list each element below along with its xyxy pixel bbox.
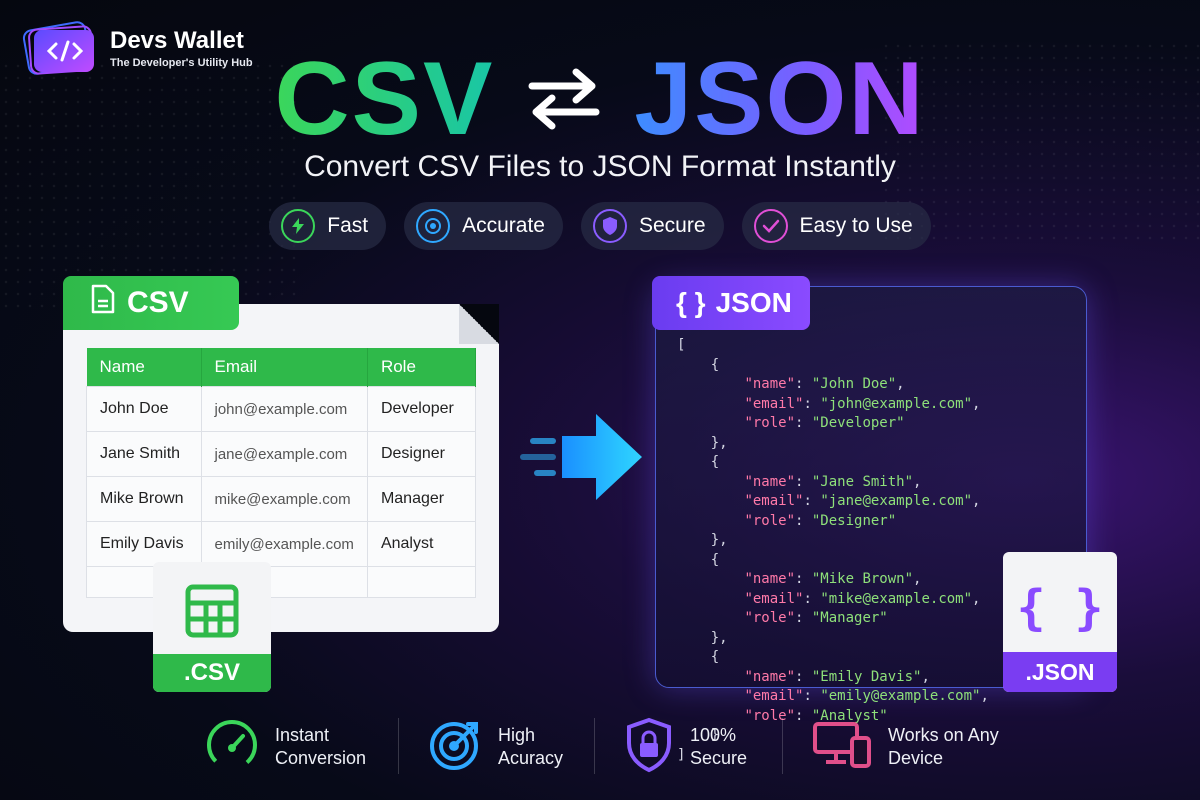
pill-easy: Easy to Use [741,202,931,250]
feature-line2: Conversion [275,748,367,768]
csv-file-label: .CSV [153,654,271,692]
table-row: Mike Brown mike@example.com Manager [86,476,477,522]
table-row: Emily Davis emily@example.com Analyst [86,521,477,567]
cell-email: john@example.com [200,386,368,432]
cell-role: Designer [366,431,477,477]
lock-shield-icon [624,717,674,778]
csv-header-name: Name [86,348,202,387]
target-arrow-icon [428,718,482,777]
brand-tagline: The Developer's Utility Hub [110,57,253,69]
feature-secure: 100% Secure [624,712,747,782]
shield-icon [592,209,627,243]
hero-csv-text: CSV [274,41,495,157]
divider [398,718,399,774]
csv-tab: CSV [63,276,239,330]
feature-line1: High [498,725,536,745]
cell-name: Jane Smith [86,431,202,477]
json-code: [ { "name": "John Doe", "email": "john@e… [677,337,989,763]
pill-accurate: Accurate [404,202,563,250]
cell-name: Mike Brown [86,476,202,522]
pill-label: Accurate [462,214,545,237]
csv-header-role: Role [367,348,477,387]
dot-pattern-right [880,40,1200,240]
brand: Devs Wallet The Developer's Utility Hub [22,16,253,80]
table-row: John Doe john@example.com Developer [86,386,477,432]
feature-line1: 100% [690,725,737,745]
pill-label: Secure [638,214,706,237]
cell-name: Emily Davis [86,521,202,567]
feature-line2: Secure [690,748,748,768]
pill-label: Fast [327,214,369,237]
target-icon [416,209,451,243]
table-row: Jane Smith jane@example.com Designer [86,431,477,477]
cell-email: emily@example.com [200,521,368,567]
braces-icon: { } [676,287,706,318]
check-icon [753,209,788,243]
csv-header-email: Email [201,348,368,387]
feature-line1: Works on Any [888,725,999,745]
pill-secure: Secure [580,202,724,250]
csv-table: Name Email Role John Doe john@example.co… [86,348,477,598]
json-file-label: .JSON [1003,652,1117,692]
json-file-icon: { } .JSON [1003,552,1117,692]
devices-icon [812,720,872,775]
document-icon [91,284,115,322]
swap-arrows-icon [524,62,604,137]
divider [782,718,783,774]
feature-line1: Instant [275,725,330,745]
cell-role: Analyst [366,521,477,567]
speedometer-icon [205,718,259,777]
cell-email: jane@example.com [200,431,368,477]
hero-title: CSV JSON [0,40,1200,159]
spreadsheet-icon [185,584,239,638]
pill-label: Easy to Use [799,214,913,237]
feature-line2: Device [888,748,944,768]
table-row-empty [86,566,477,598]
json-tab: { } JSON [652,276,810,330]
wallet-code-icon [22,16,100,80]
cell-name: John Doe [86,386,202,432]
hero-subtitle: Convert CSV Files to JSON Format Instant… [304,150,896,183]
json-tab-label: JSON [715,287,792,318]
feature-pills: Fast Accurate Secure Easy to Use [0,202,1200,250]
csv-file-icon: .CSV [153,562,271,692]
pill-fast: Fast [269,202,387,250]
dot-pattern-left [0,60,300,310]
cell-role: Manager [366,476,477,522]
csv-tab-label: CSV [127,286,189,319]
lightning-icon [281,209,316,243]
convert-arrow-icon [516,412,646,507]
braces-icon: { } [1016,580,1104,636]
hero-json-text: JSON [634,41,926,157]
brand-name: Devs Wallet [110,27,244,54]
divider [594,718,595,774]
cell-role: Developer [366,386,477,432]
feature-line2: Acuracy [498,748,564,768]
cell-email: mike@example.com [200,476,368,522]
